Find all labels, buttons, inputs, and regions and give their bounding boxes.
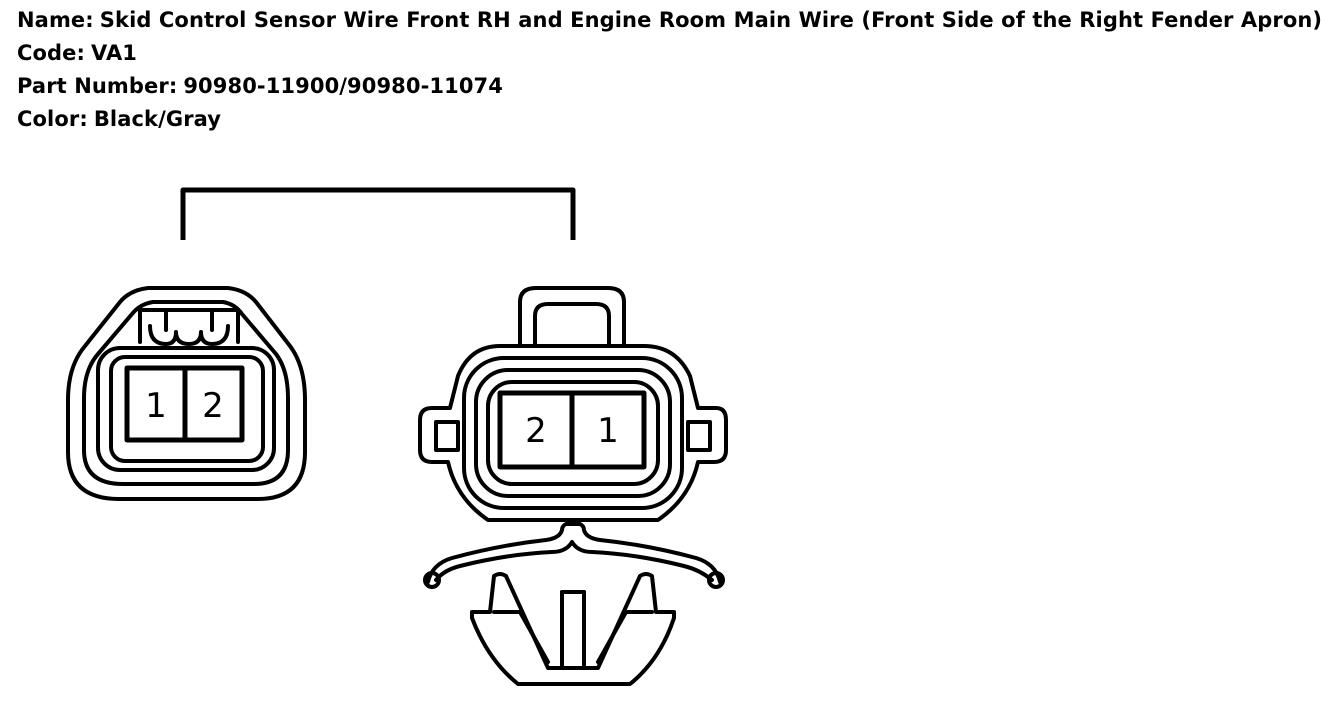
right-connector-clip-arms: [426, 522, 722, 584]
left-connector-housing: [96, 346, 276, 472]
right-pin-label: 2: [525, 411, 547, 451]
left-pin-label: 1: [145, 386, 167, 426]
code-label: Code:: [17, 41, 86, 65]
color-line: Color:Black/Gray: [17, 103, 1322, 136]
name-value: Skid Control Sensor Wire Front RH and En…: [99, 8, 1323, 32]
left-connector-housing-inner: [109, 355, 265, 463]
right-connector-top-latch: [518, 286, 626, 348]
right-connector-body-ring-3: [486, 380, 660, 486]
name-line: Name:Skid Control Sensor Wire Front RH a…: [17, 4, 1322, 37]
right-connector-clip-end-left: [423, 571, 441, 589]
right-connector-outer-shell: [418, 344, 728, 522]
part-number-value: 90980-11900/90980-11074: [183, 74, 503, 98]
name-label: Name:: [17, 8, 94, 32]
left-connector-lock-bumps: [148, 324, 230, 346]
left-connector: [66, 286, 307, 501]
code-value: VA1: [91, 41, 138, 65]
color-label: Color:: [17, 107, 88, 131]
part-number-line: Part Number:90980-11900/90980-11074: [17, 70, 1322, 103]
left-connector-shell-inner: [82, 300, 290, 486]
right-connector-ear-left: [434, 420, 460, 452]
right-connector: [418, 286, 728, 686]
right-connector-ear-right: [686, 420, 712, 452]
right-connector-anchor-barb-right: [596, 610, 654, 664]
part-number-label: Part Number:: [17, 74, 178, 98]
right-connector-body-ring-2: [474, 368, 672, 498]
right-connector-anchor-outline: [470, 572, 676, 686]
right-connector-body-ring-1: [462, 356, 684, 510]
right-connector-anchor-barb-left: [492, 610, 550, 664]
connector-info: Name:Skid Control Sensor Wire Front RH a…: [17, 4, 1322, 136]
left-connector-lock-tab: [138, 308, 240, 344]
right-connector-latch-inner: [533, 302, 611, 348]
code-line: Code:VA1: [17, 37, 1322, 70]
mating-bracket: [180, 187, 576, 240]
right-connector-clip-arms-inner: [434, 540, 714, 582]
color-value: Black/Gray: [93, 107, 222, 131]
right-pin-label: 1: [597, 411, 619, 451]
left-connector-outer-shell: [66, 286, 307, 501]
left-pin-label: 2: [202, 386, 224, 426]
right-connector-clip-end-right: [707, 571, 725, 589]
